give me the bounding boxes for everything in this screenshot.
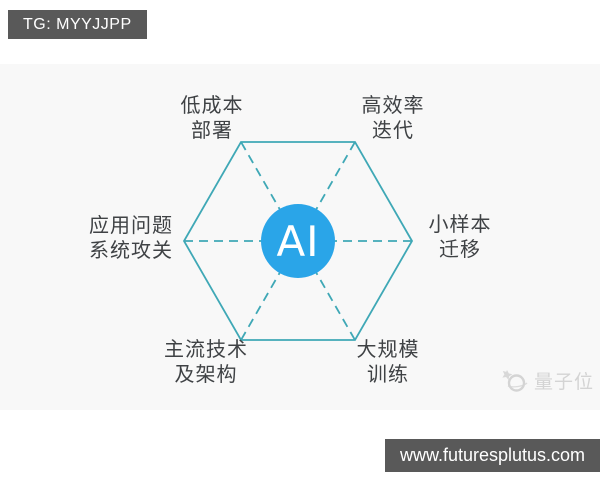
- node-label-mainstream-tech-architecture: 主流技术 及架构: [131, 338, 281, 388]
- node-line: 迁移: [439, 239, 481, 261]
- node-label-low-cost-deployment: 低成本 部署: [137, 94, 287, 144]
- watermark: 量子位: [500, 366, 594, 394]
- node-line: 应用问题: [89, 215, 173, 237]
- node-line: 低成本: [180, 95, 244, 117]
- node-line: 及架构: [174, 364, 238, 386]
- website-banner: www.futuresplutus.com: [385, 439, 600, 472]
- watermark-text: 量子位: [534, 371, 595, 393]
- node-line: 迭代: [372, 120, 414, 142]
- hexagon-outline: [182, 141, 414, 341]
- node-label-high-efficiency-iteration: 高效率 迭代: [318, 94, 468, 144]
- node-label-few-shot-transfer: 小样本 迁移: [385, 213, 535, 263]
- node-line: 主流技术: [164, 339, 248, 361]
- center-circle: [261, 204, 335, 278]
- node-label-large-scale-training: 大规模 训练: [313, 338, 463, 388]
- telegram-badge: TG: MYYJJPP: [8, 10, 147, 39]
- qbitai-logo-icon: [502, 369, 528, 392]
- node-line: 训练: [367, 364, 409, 386]
- node-line: 大规模: [356, 339, 420, 361]
- node-label-application-problem: 应用问题 系统攻关: [56, 214, 206, 264]
- node-line: 系统攻关: [89, 240, 173, 262]
- node-line: 小样本: [428, 214, 492, 236]
- node-line: 部署: [191, 120, 233, 142]
- center-ai-label: AI: [276, 216, 320, 266]
- node-line: 高效率: [361, 95, 425, 117]
